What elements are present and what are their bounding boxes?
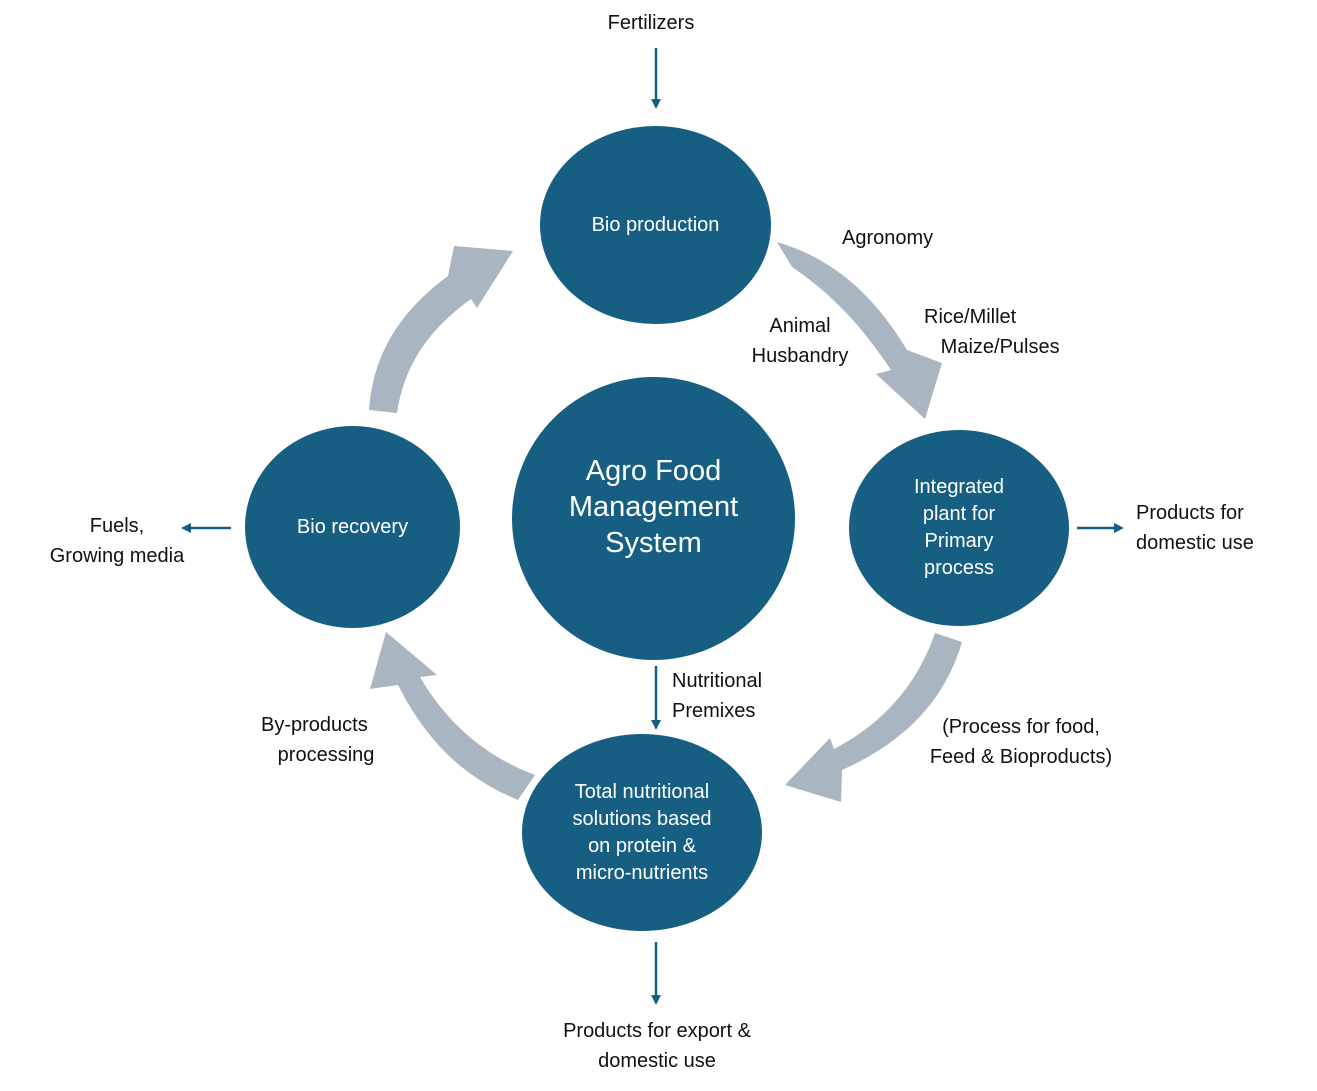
label-fertilizers: Fertilizers [607,12,695,34]
node-total-nutrition-label: Total nutritional solutions based on pro… [572,780,712,884]
label-fuels-growing-media: Fuels, Growing media [49,515,185,567]
label-products-domestic: Products for domestic use [1136,502,1254,554]
label-nutritional-premixes: Nutritional Premixes [672,670,763,722]
cycle-arrow-integrated-plant-to-total-nutrition [785,633,962,802]
label-agronomy: Agronomy [842,227,934,249]
node-bio-production: Bio production [540,126,771,324]
node-integrated-plant: Integrated plant for Primary process [849,430,1069,626]
label-products-export: Products for export & domestic use [563,1020,751,1072]
node-bio-recovery: Bio recovery [245,426,460,628]
cycle-arrow-bio-production-to-integrated-plant [777,242,942,419]
cycle-arrow-bio-recovery-to-bio-production [369,246,513,413]
node-bio-production-label: Bio production [591,213,720,236]
node-integrated-plant-label: Integrated plant for Primary process [913,476,1005,579]
label-animal-husbandry: Animal Husbandry [751,315,849,367]
center-title: Agro Food Management System [568,454,739,559]
cycle-arrow-total-nutrition-to-bio-recovery [370,632,535,800]
node-total-nutrition: Total nutritional solutions based on pro… [522,734,762,931]
node-agro-food-management-system: Agro Food Management System [512,377,795,660]
label-crops: Rice/Millet Maize/Pulses [924,306,1060,358]
node-bio-recovery-label: Bio recovery [296,515,409,538]
label-process-food-feed: (Process for food, Feed & Bioproducts) [929,716,1113,768]
label-byproducts-processing: By-products processing [261,714,375,766]
